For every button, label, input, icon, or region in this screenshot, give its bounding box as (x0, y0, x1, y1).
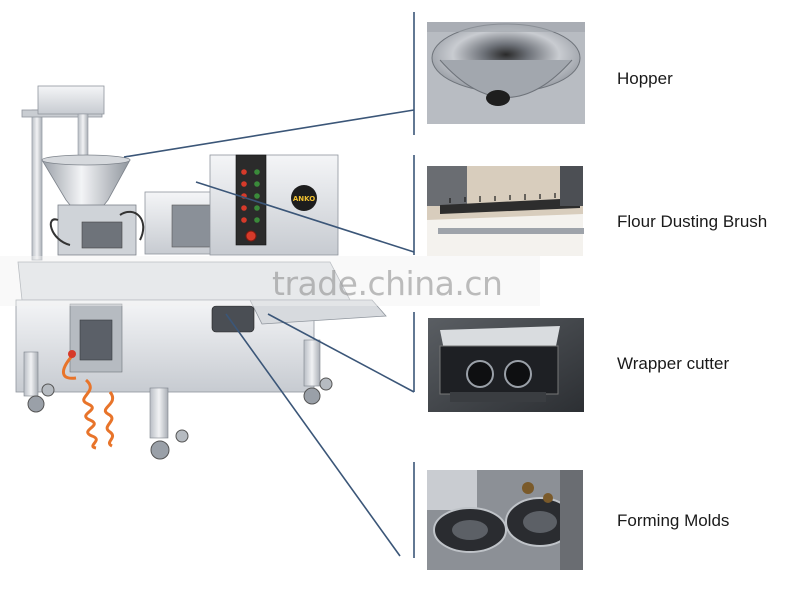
label-hopper: Hopper (617, 69, 673, 88)
leader-hopper (123, 109, 415, 158)
control-cabinet (209, 154, 339, 256)
brand-badge (291, 185, 317, 211)
hopper-rim (41, 154, 131, 166)
coiled-air-hose (62, 355, 115, 450)
top-motor-box (37, 85, 105, 115)
forming-window (171, 204, 211, 248)
forming-molds-detail-photo (427, 470, 583, 570)
leader-forming-molds (225, 313, 401, 557)
support-column (31, 109, 43, 261)
leader-flour-dusting-brush (195, 181, 415, 253)
watermark-band (0, 256, 540, 306)
label-wrapper-cutter: Wrapper cutter (617, 354, 730, 373)
leader-wrapper-cutter (267, 313, 415, 393)
flour-dusting-brush-detail-photo (427, 166, 584, 256)
brand-badge-text: ANKO (293, 195, 315, 203)
pump-hose-2 (119, 210, 145, 241)
top-cylinder (77, 113, 89, 157)
caster-wheels (27, 377, 333, 460)
wrapper-cutter-detail-photo (428, 318, 584, 412)
label-forming-molds: Forming Molds (617, 511, 730, 530)
pump-dark-section (81, 221, 123, 249)
hopper-detail-photo (427, 22, 585, 124)
base-inner-dark (79, 319, 113, 361)
pump-hose (49, 218, 71, 246)
watermark-text: trade.china.cn (272, 264, 503, 303)
drive-motor (211, 305, 255, 333)
emergency-stop-button (245, 230, 257, 242)
label-flour-dusting-brush: Flour Dusting Brush (617, 212, 768, 231)
hose-fitting (68, 350, 76, 358)
callout-leader-lines (123, 12, 415, 558)
machine-legs (23, 339, 321, 439)
conveyor-extension (249, 299, 387, 325)
dumpling-machine: ANKO (15, 85, 387, 460)
